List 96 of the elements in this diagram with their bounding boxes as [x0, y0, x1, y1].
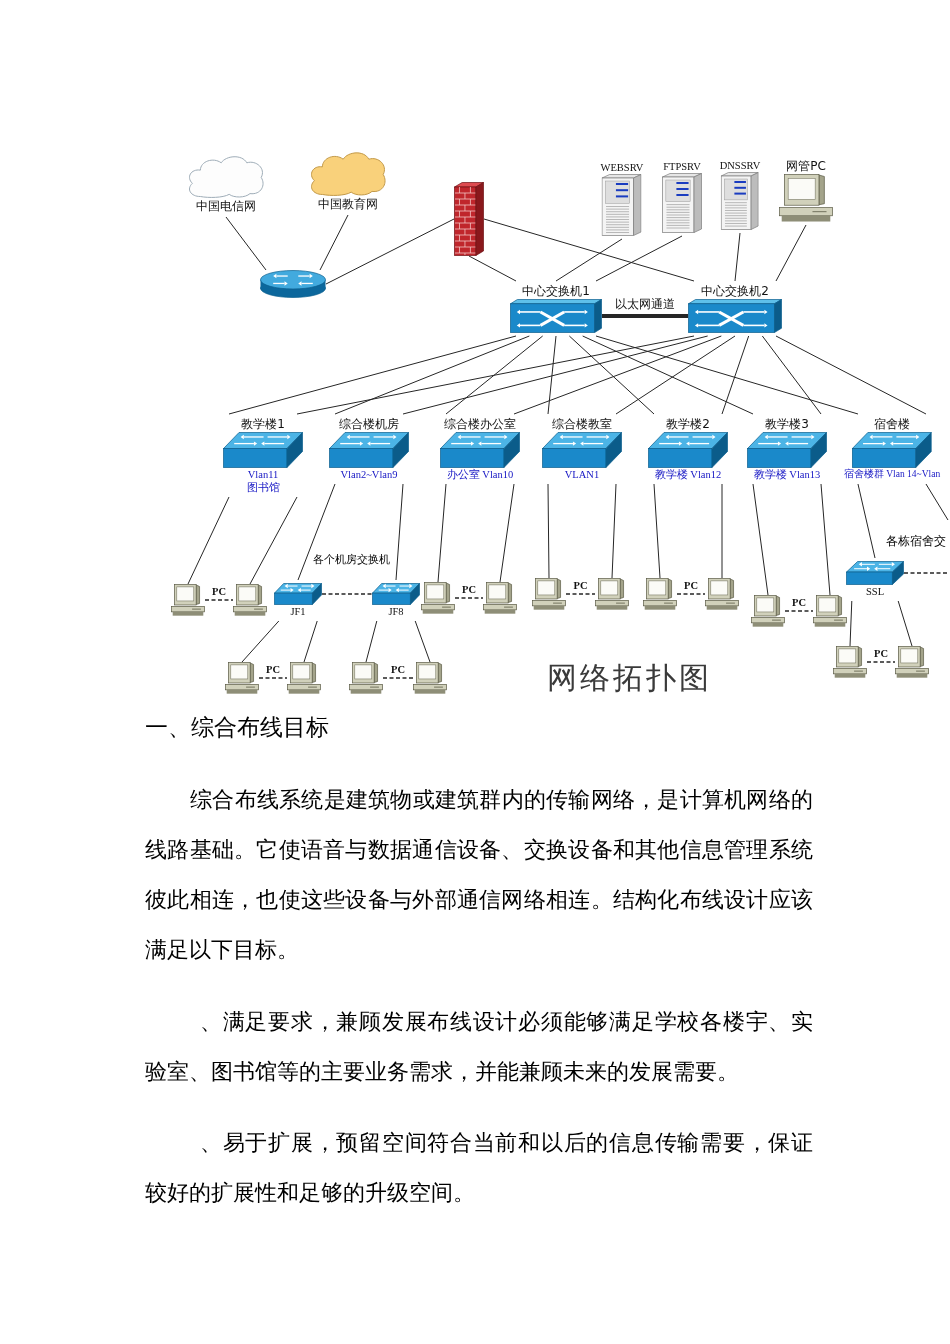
connection-line — [513, 335, 722, 415]
body-paragraph: 、满足要求，兼顾发展布线设计必须能够满足学校各楼宇、实验室、图书馆等的主要业务需求，并能兼顾未来的发展需要。 — [145, 1008, 813, 1086]
connection-line — [325, 218, 455, 285]
subnet-label: 图书馆 — [246, 481, 280, 494]
connection-line — [187, 496, 230, 585]
connection-line — [784, 610, 814, 612]
connection-line — [395, 483, 404, 581]
group-label: 各栋宿舍交 — [886, 534, 946, 548]
connection-line — [319, 214, 349, 271]
device-label: 综合楼办公室 — [444, 417, 516, 432]
subnet-label: 宿舍楼群 Vlan 14~Vlan — [843, 468, 941, 481]
connection-line — [595, 335, 859, 415]
connection-line — [761, 335, 822, 415]
connection-line — [565, 593, 596, 595]
connection-line — [303, 620, 318, 663]
connection-line — [483, 218, 695, 282]
figure-caption: 网络拓扑图 — [547, 660, 712, 696]
connection-line — [555, 238, 623, 282]
connection-line — [402, 335, 709, 415]
connection-line — [582, 335, 754, 415]
device-label: 宿舍楼 — [874, 417, 910, 432]
connection-line — [775, 335, 927, 415]
connection-line — [866, 661, 896, 663]
connection-line — [752, 483, 769, 596]
connection-line — [249, 496, 298, 585]
connection-line — [297, 483, 336, 581]
connection-line — [547, 483, 550, 579]
connection-line — [547, 335, 557, 415]
connection-line — [365, 620, 378, 663]
connection-line — [437, 483, 447, 583]
edge-label: PC — [683, 579, 699, 592]
connection-line — [857, 483, 876, 559]
edge-label: PC — [211, 585, 227, 598]
subnet-label: 教学楼 Vlan13 — [753, 468, 821, 481]
connection-line — [721, 483, 723, 579]
subnet-label: VLAN1 — [564, 468, 600, 481]
connection-line — [204, 599, 234, 601]
connection-line — [676, 593, 706, 595]
connection-line — [602, 314, 688, 318]
edge-label: PC — [873, 647, 889, 660]
connection-line — [653, 483, 661, 579]
connection-line — [849, 600, 853, 647]
device-label: WEBSRV — [600, 161, 644, 174]
group-label: 各个机房交换机 — [313, 553, 390, 566]
connection-line — [775, 224, 807, 282]
device-label: SSL — [865, 585, 885, 598]
edge-label: PC — [461, 583, 477, 596]
connection-line — [568, 335, 655, 415]
device-label: 网管PC — [786, 159, 826, 174]
edge-label: PC — [791, 596, 807, 609]
connection-line — [721, 335, 750, 415]
device-label: 中心交换机2 — [701, 284, 769, 299]
device-label: 教学楼2 — [666, 417, 710, 432]
connection-line — [258, 677, 288, 679]
connection-line — [615, 335, 736, 415]
connection-line — [454, 597, 484, 599]
network-label: 中国教育网 — [318, 197, 378, 212]
connection-line — [228, 335, 517, 415]
device-label: JF8 — [388, 605, 404, 618]
body-paragraph: 综合布线系统是建筑物或建筑群内的传输网络，是计算机网络的线路基础。它使语音与数据通信设备、交换设备和其他信息管理系统彼此相连，也使这些设备与外部通信网络相连。结构化布线设计应该满足以下目标。 — [145, 786, 813, 964]
connection-line — [595, 235, 683, 282]
connection-line — [225, 216, 267, 271]
device-label: 综合楼教室 — [552, 417, 612, 432]
device-label: 教学楼1 — [241, 417, 285, 432]
device-label: 中心交换机1 — [522, 284, 590, 299]
connection-line — [334, 335, 530, 415]
subnet-label: Vlan11 — [247, 468, 279, 481]
edge-label: 以太网通道 — [614, 297, 676, 311]
subnet-label: 办公室 Vlan10 — [446, 468, 514, 481]
subnet-label: Vlan2~Vlan9 — [340, 468, 398, 481]
device-label: 教学楼3 — [765, 417, 809, 432]
device-label: 综合楼机房 — [339, 417, 399, 432]
connection-line — [241, 620, 280, 663]
connection-line — [445, 335, 544, 415]
device-label: JF1 — [290, 605, 306, 618]
connection-line — [734, 232, 741, 282]
subnet-label: 教学楼 Vlan12 — [654, 468, 722, 481]
connection-line — [499, 483, 515, 583]
connection-line — [414, 620, 431, 663]
device-label: FTPSRV — [663, 160, 701, 173]
connection-line — [321, 593, 373, 595]
edge-label: PC — [390, 663, 406, 676]
body-paragraph: 、易于扩展，预留空间符合当前和以后的信息传输需要，保证较好的扩展性和足够的升级空间。 — [145, 1129, 813, 1207]
network-label: 中国电信网 — [196, 199, 256, 214]
connection-line — [382, 677, 414, 679]
connection-line — [468, 255, 517, 282]
edge-label: PC — [572, 579, 589, 592]
connection-line — [925, 483, 949, 521]
device-label: DNSSRV — [719, 159, 761, 172]
connection-line — [820, 483, 831, 596]
connection-line — [611, 483, 617, 579]
connection-line — [897, 600, 913, 647]
edge-label: PC — [265, 663, 281, 676]
connection-line — [296, 335, 695, 415]
connection-line — [903, 572, 949, 574]
section-heading: 一、综合布线目标 — [145, 713, 329, 742]
